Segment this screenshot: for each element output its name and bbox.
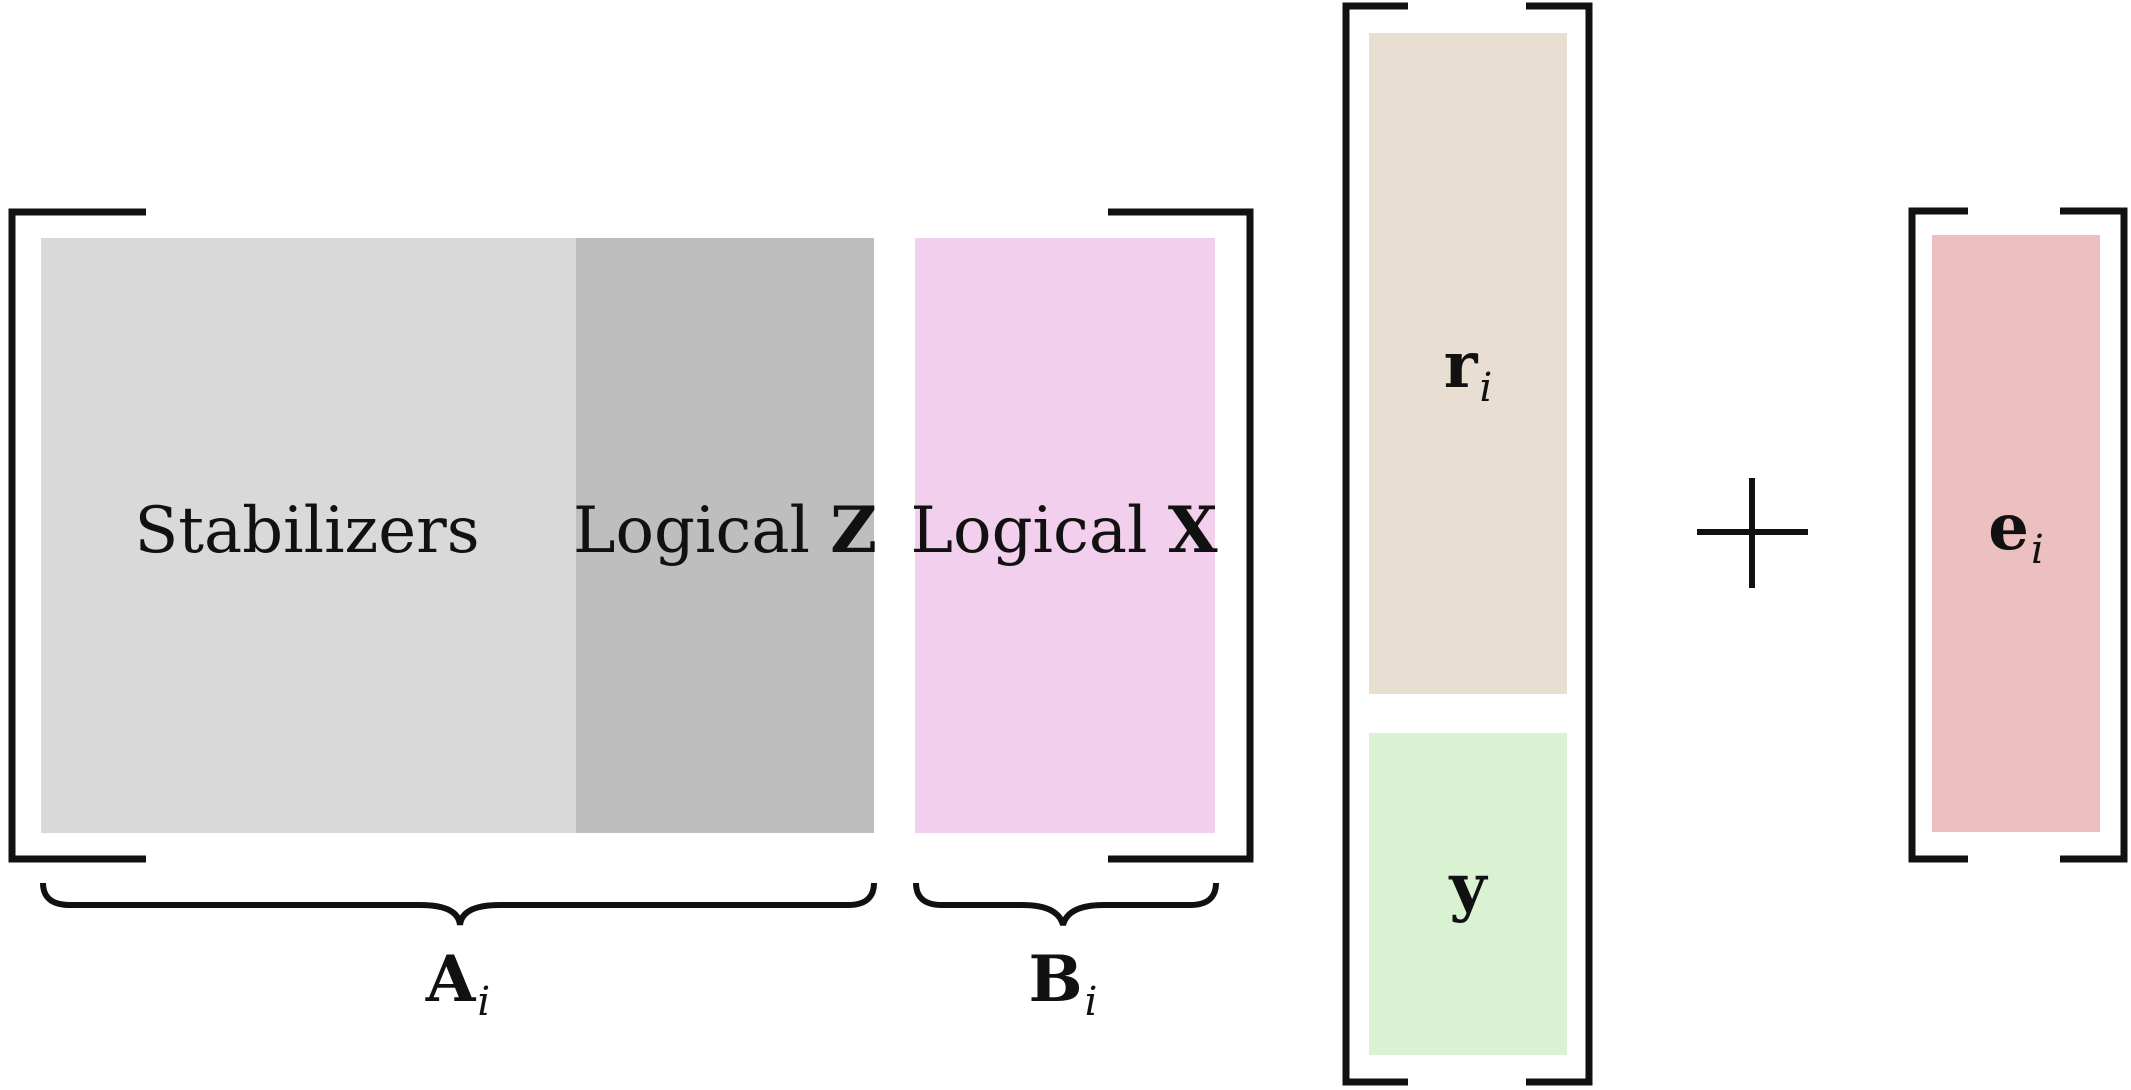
a-symbol: A (425, 942, 476, 1017)
vector-right-bracket (1526, 2, 1593, 1086)
e-i-label: ei (1988, 496, 2044, 571)
b-i-label: Bi (1029, 948, 1098, 1023)
logical-z-symbol: Z (830, 493, 877, 568)
r-symbol: r (1443, 328, 1478, 403)
y-label: y (1449, 856, 1486, 920)
stabilizers-block (41, 238, 576, 833)
r-block (1369, 33, 1567, 694)
error-right-bracket (2060, 207, 2128, 863)
stabilizers-text: Stabilizers (134, 494, 480, 568)
r-subscript: i (1479, 365, 1493, 411)
logical-x-prefix: Logical (910, 494, 1148, 568)
y-symbol: y (1449, 850, 1487, 925)
plus-icon (1697, 478, 1808, 588)
e-subscript: i (2030, 527, 2044, 573)
e-block (1932, 235, 2100, 832)
r-i-label: ri (1444, 334, 1493, 409)
y-block (1369, 733, 1567, 1055)
logical-x-symbol: X (1167, 493, 1218, 568)
logical-x-block (915, 238, 1215, 833)
logical-z-prefix: Logical (573, 494, 810, 568)
logical-x-label: Logical X (911, 499, 1218, 564)
a-brace (40, 882, 877, 926)
a-subscript: i (477, 979, 491, 1025)
logical-z-block (576, 238, 874, 833)
error-left-bracket (1908, 207, 1968, 863)
b-symbol: B (1028, 942, 1083, 1017)
b-brace (913, 882, 1219, 927)
b-subscript: i (1084, 979, 1098, 1025)
matrix-right-bracket (1108, 208, 1254, 863)
e-symbol: e (1988, 490, 2029, 565)
stabilizers-label: Stabilizers (134, 499, 479, 563)
vector-left-bracket (1342, 2, 1408, 1086)
logical-z-label: Logical Z (573, 499, 877, 564)
matrix-left-bracket (8, 208, 146, 863)
a-i-label: Ai (426, 948, 490, 1023)
